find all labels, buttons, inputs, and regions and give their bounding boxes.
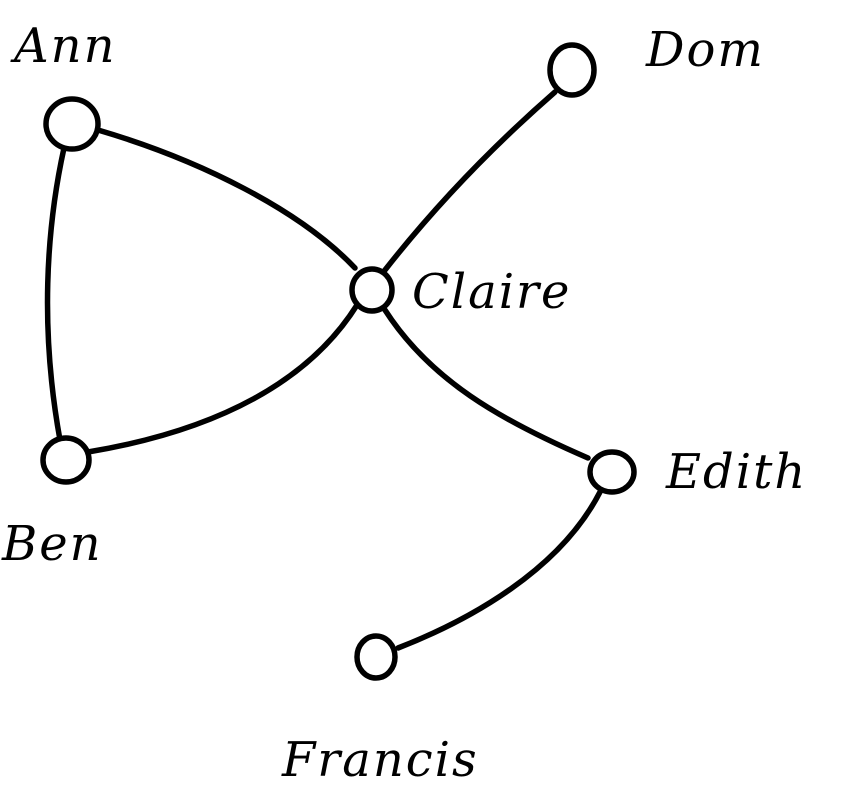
node-ann-label: Ann: [10, 18, 117, 74]
node-francis: Francis: [281, 633, 479, 788]
node-francis-label: Francis: [281, 732, 479, 788]
node-claire-label: Claire: [412, 264, 571, 320]
node-claire-circle: [349, 266, 395, 314]
edge-ann-claire: [95, 127, 358, 271]
node-dom-label: Dom: [645, 22, 765, 78]
edge-edith-francis: [395, 489, 603, 651]
node-edith-label: Edith: [665, 444, 807, 500]
edge-ann-ben: [44, 145, 67, 443]
node-ann: Ann: [10, 18, 117, 152]
edge-ben-claire: [85, 302, 360, 455]
edge-claire-edith: [382, 307, 591, 461]
node-francis-circle: [354, 633, 398, 681]
node-ben: Ben: [1, 435, 103, 572]
node-edith-circle: [587, 449, 637, 495]
node-claire: Claire: [349, 264, 571, 320]
nodes-layer: Ann Ben Claire Dom Edith Francis: [1, 18, 807, 788]
node-edith: Edith: [587, 444, 807, 500]
node-dom-circle: [547, 42, 597, 98]
node-ben-label: Ben: [1, 516, 103, 572]
edge-claire-dom: [382, 89, 558, 273]
node-ben-circle: [40, 435, 92, 485]
node-ann-circle: [43, 96, 101, 152]
node-dom: Dom: [547, 22, 765, 98]
edges-layer: [44, 89, 603, 651]
